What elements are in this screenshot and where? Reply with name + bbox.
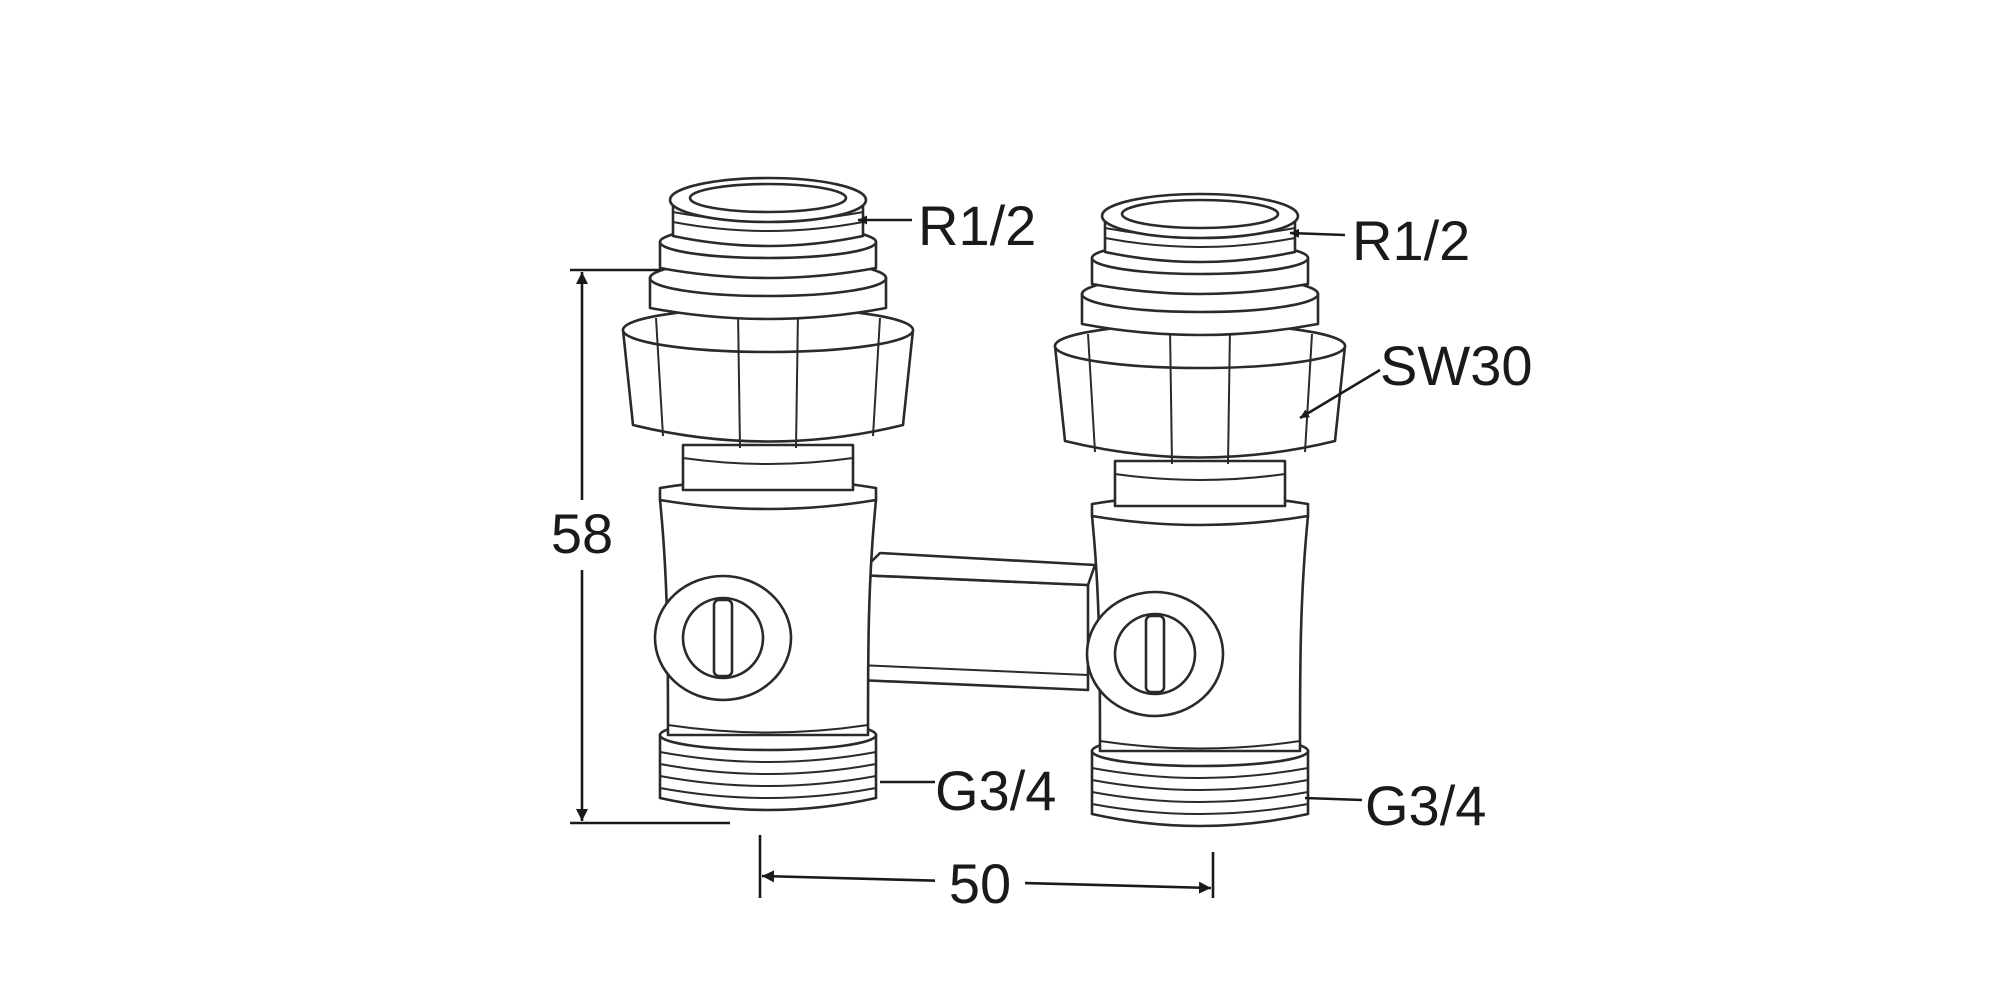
height-dimension: 58 bbox=[540, 268, 730, 825]
hex-size-label: SW30 bbox=[1380, 334, 1533, 397]
connecting-bridge bbox=[856, 551, 1097, 692]
thread-label-bottom-left: G3/4 bbox=[935, 759, 1056, 822]
spacing-dimension: 50 bbox=[758, 835, 1215, 915]
height-value: 58 bbox=[551, 502, 613, 565]
thread-label-top-right: R1/2 bbox=[1352, 209, 1470, 272]
thread-label-bottom-right: G3/4 bbox=[1365, 774, 1486, 837]
thread-label-top-left: R1/2 bbox=[918, 194, 1036, 257]
right-valve bbox=[1053, 192, 1347, 828]
left-valve bbox=[621, 176, 915, 812]
spacing-value: 50 bbox=[949, 852, 1011, 915]
leader-lines bbox=[858, 215, 1381, 802]
